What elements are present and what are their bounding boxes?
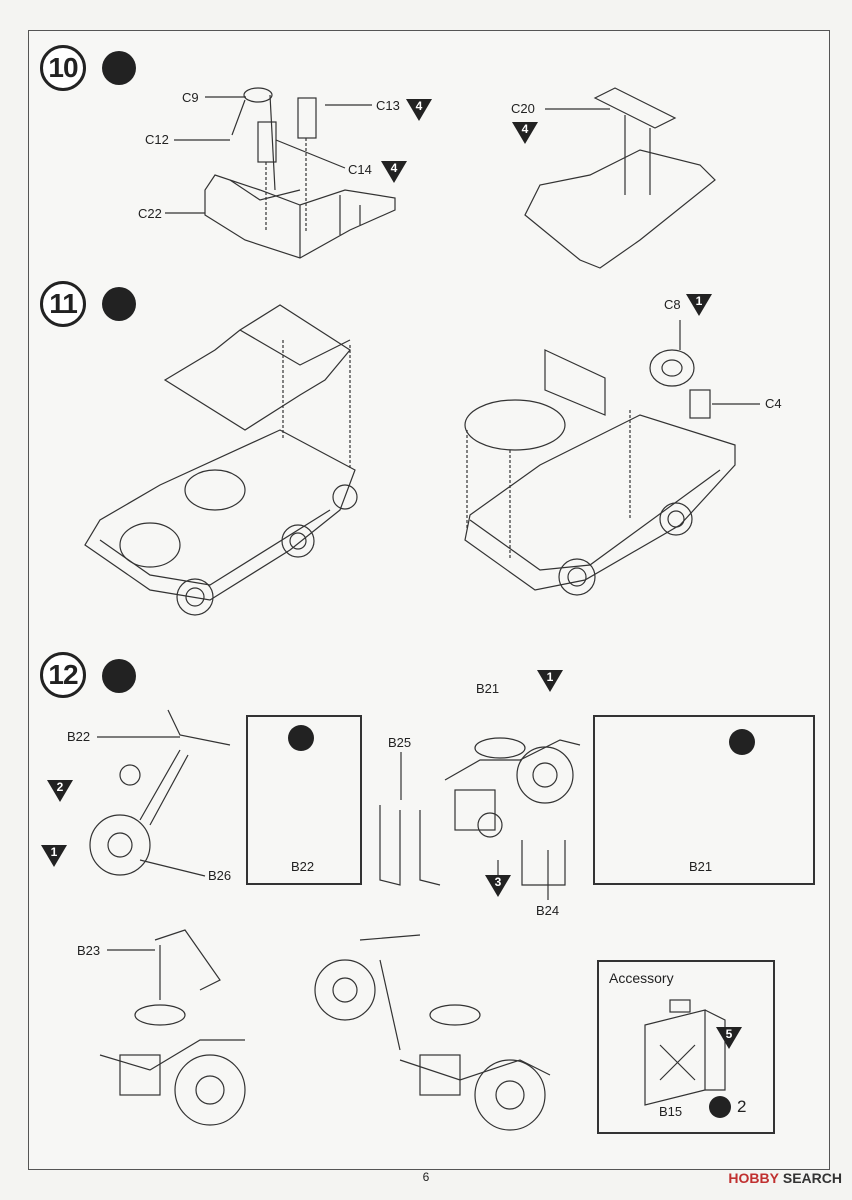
marker-b22-left: 2 — [47, 780, 73, 802]
step-10-badge: 10 — [40, 45, 86, 91]
page-number: 6 — [422, 1170, 430, 1184]
marker-c8: 1 — [686, 294, 712, 316]
part-label-b21: B21 — [476, 681, 500, 696]
part-label-c9: C9 — [182, 90, 199, 105]
step-12-badge: 12 — [40, 652, 86, 698]
detail-label-b22: B22 — [291, 859, 315, 874]
part-label-b23: B23 — [77, 943, 101, 958]
accessory-title: Accessory — [609, 970, 674, 986]
marker-b24-bottom: 3 — [485, 875, 511, 897]
marker-b26-left: 1 — [41, 845, 67, 867]
detail-box-b22: B22 — [246, 715, 362, 885]
glue-icon — [102, 51, 136, 85]
watermark: HOBBY SEARCH — [728, 1170, 842, 1186]
watermark-text: SEARCH — [782, 1170, 842, 1186]
part-label-b22: B22 — [67, 729, 91, 744]
accessory-quantity: 2 — [737, 1097, 747, 1116]
cutter-icon — [729, 729, 755, 755]
part-label-c22: C22 — [138, 206, 162, 221]
part-label-c4: C4 — [765, 396, 782, 411]
marker-c20: 4 — [512, 122, 538, 144]
accessory-box: Accessory B15 2 — [597, 960, 775, 1134]
step-11-badge: 11 — [40, 281, 86, 327]
part-label-b25: B25 — [388, 735, 412, 750]
marker-c13: 4 — [406, 99, 432, 121]
detail-box-b21: B21 — [593, 715, 815, 885]
watermark-brand: HOBBY — [728, 1170, 779, 1186]
cutter-icon — [288, 725, 314, 751]
part-label-b24: B24 — [536, 903, 560, 918]
part-label-c20: C20 — [511, 101, 535, 116]
part-label-c12: C12 — [145, 132, 169, 147]
glue-icon — [102, 287, 136, 321]
marker-b15: 5 — [716, 1027, 742, 1049]
glue-icon — [102, 659, 136, 693]
part-label-c14: C14 — [348, 162, 372, 177]
instruction-page-frame — [28, 30, 830, 1170]
part-label-b15: B15 — [659, 1104, 683, 1119]
part-label-c8: C8 — [664, 297, 681, 312]
marker-c14: 4 — [381, 161, 407, 183]
part-label-b26: B26 — [208, 868, 232, 883]
quantity-parts-icon — [709, 1096, 731, 1118]
part-label-c13: C13 — [376, 98, 400, 113]
marker-b21-top: 1 — [537, 670, 563, 692]
detail-label-b21: B21 — [689, 859, 713, 874]
